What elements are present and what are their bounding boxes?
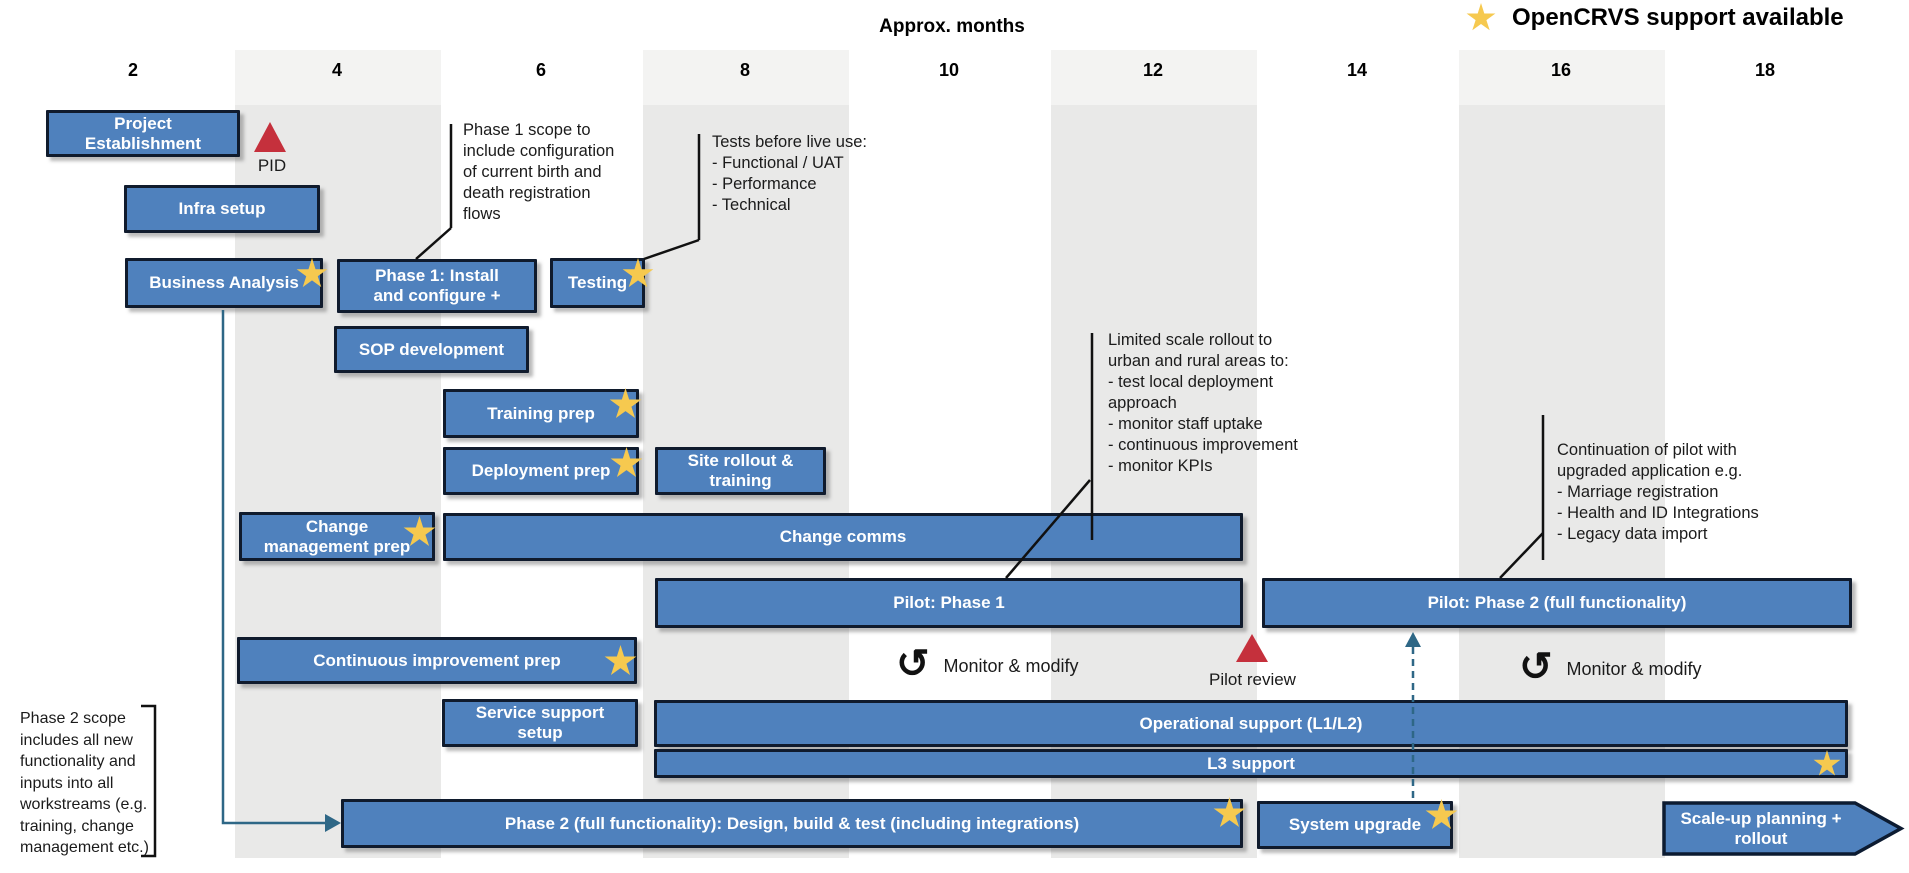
bar-change-management-prep: Change management prep bbox=[239, 512, 435, 561]
bar-continuous-improvement-prep: Continuous improvement prep bbox=[237, 637, 637, 684]
month-label-16: 16 bbox=[1550, 60, 1572, 80]
arrow-shape bbox=[1662, 801, 1905, 856]
month-label-12: 12 bbox=[1142, 60, 1164, 80]
month-label-10: 10 bbox=[938, 60, 960, 80]
bar-change-comms: Change comms bbox=[443, 513, 1243, 561]
continuation-of-pilot-note: Continuation of pilot with upgraded appl… bbox=[1557, 441, 1759, 543]
bar-operational-support: Operational support (L1/L2) bbox=[654, 700, 1848, 747]
bar-system-upgrade: System upgrade bbox=[1257, 801, 1453, 849]
bar-infra-setup: Infra setup bbox=[124, 185, 320, 233]
chart-title: Approx. months bbox=[879, 16, 1025, 37]
month-label-4: 4 bbox=[331, 60, 342, 80]
bar-site-rollout-training: Site rollout & training bbox=[655, 447, 826, 495]
monitor-modify-2: ↺ Monitor & modify bbox=[1519, 645, 1702, 689]
month-label-8: 8 bbox=[739, 60, 750, 80]
month-label-2: 2 bbox=[127, 60, 138, 80]
loop-arrow-icon: ↺ bbox=[1519, 645, 1553, 689]
bar-l3-support: L3 support bbox=[654, 749, 1848, 778]
bar-business-analysis: Business Analysis bbox=[125, 258, 323, 308]
pid-marker-icon bbox=[254, 122, 286, 152]
tests-before-live-note: Tests before live use: - Functional / UA… bbox=[712, 133, 867, 214]
star-icon bbox=[1466, 3, 1496, 31]
bar-scale-up-planning-rollout: Scale-up planning + rollout bbox=[1662, 801, 1905, 856]
bar-deployment-prep: Deployment prep bbox=[443, 447, 639, 495]
limited-scale-rollout-note: Limited scale rollout to urban and rural… bbox=[1108, 331, 1298, 475]
bar-project-establishment: Project Establishment bbox=[46, 110, 240, 157]
monitor-modify-label: Monitor & modify bbox=[1566, 658, 1702, 679]
phase1-scope-note: Phase 1 scope to include configuration o… bbox=[463, 121, 615, 223]
bar-training-prep: Training prep bbox=[443, 389, 639, 438]
bar-phase2-design-build-test: Phase 2 (full functionality): Design, bu… bbox=[341, 799, 1243, 848]
monitor-modify-1: ↺ Monitor & modify bbox=[896, 642, 1079, 686]
monitor-modify-label: Monitor & modify bbox=[943, 655, 1079, 676]
phase2-scope-note: Phase 2 scope includes all new functiona… bbox=[20, 710, 149, 856]
bar-sop-development: SOP development bbox=[334, 326, 529, 373]
month-label-14: 14 bbox=[1346, 60, 1368, 80]
loop-arrow-icon: ↺ bbox=[896, 642, 930, 686]
bar-pilot-phase1: Pilot: Phase 1 bbox=[655, 578, 1243, 628]
dashed-arrowhead-icon bbox=[1405, 632, 1421, 647]
pid-label: PID bbox=[257, 156, 287, 175]
pilot-review-marker-icon bbox=[1236, 634, 1268, 662]
month-label-18: 18 bbox=[1754, 60, 1776, 80]
pilot-review-label: Pilot review bbox=[1209, 670, 1296, 689]
month-label-6: 6 bbox=[535, 60, 546, 80]
legend-label: OpenCRVS support available bbox=[1512, 4, 1844, 31]
bar-phase1-install: Phase 1: Install and configure + bbox=[337, 259, 537, 313]
bar-pilot-phase2: Pilot: Phase 2 (full functionality) bbox=[1262, 578, 1852, 628]
bar-service-support-setup: Service support setup bbox=[442, 699, 638, 747]
bar-label-scale-up-planning-rollout: Scale-up planning + rollout bbox=[1680, 808, 1842, 848]
